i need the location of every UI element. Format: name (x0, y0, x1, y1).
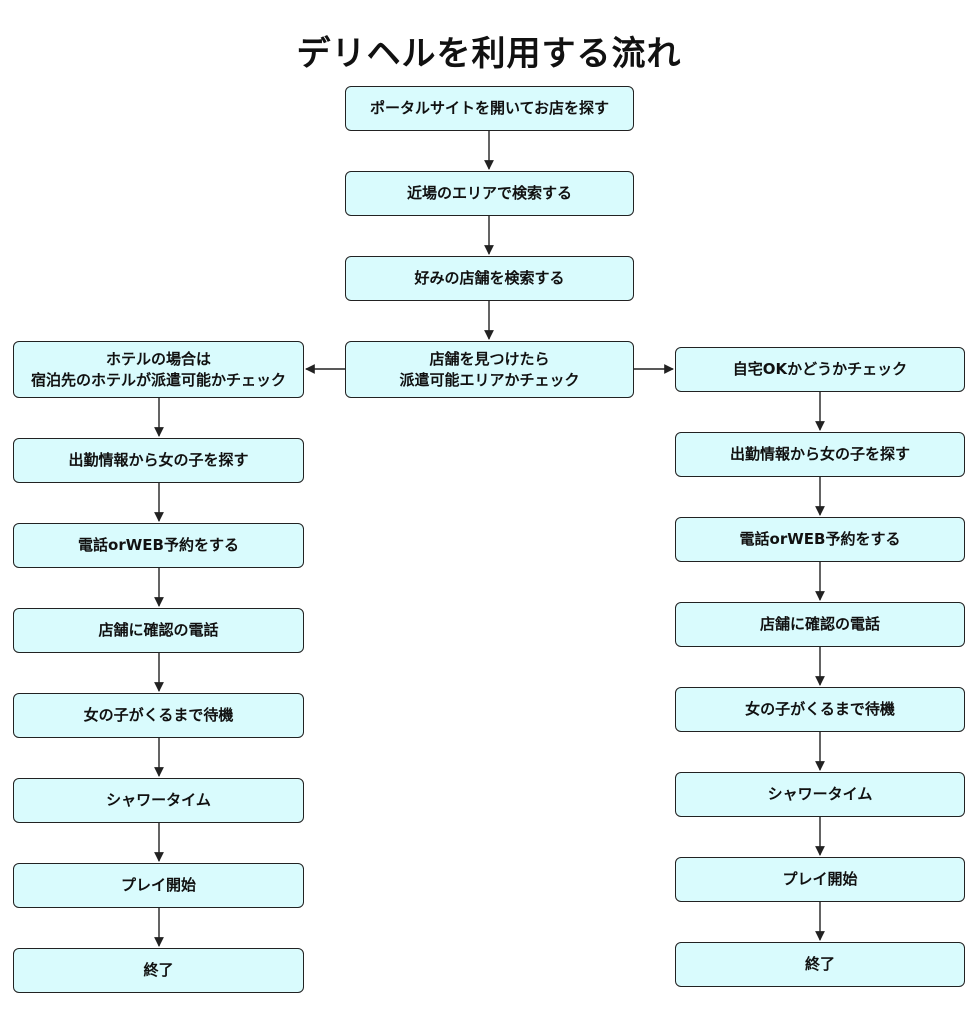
step-left-8: 終了 (13, 948, 304, 993)
step-right-7: プレイ開始 (675, 857, 965, 902)
step-right-6: シャワータイム (675, 772, 965, 817)
step-left-2: 出勤情報から女の子を探す (13, 438, 304, 483)
step-right-5: 女の子がくるまで待機 (675, 687, 965, 732)
step-left-4: 店舗に確認の電話 (13, 608, 304, 653)
step-right-2: 出勤情報から女の子を探す (675, 432, 965, 477)
step-left-5: 女の子がくるまで待機 (13, 693, 304, 738)
step-right-1: 自宅OKかどうかチェック (675, 347, 965, 392)
step-center-2: 近場のエリアで検索する (345, 171, 634, 216)
step-right-4: 店舗に確認の電話 (675, 602, 965, 647)
step-left-1: ホテルの場合は 宿泊先のホテルが派遣可能かチェック (13, 341, 304, 398)
step-center-1: ポータルサイトを開いてお店を探す (345, 86, 634, 131)
step-left-3: 電話orWEB予約をする (13, 523, 304, 568)
step-left-7: プレイ開始 (13, 863, 304, 908)
step-right-3: 電話orWEB予約をする (675, 517, 965, 562)
step-center-3: 好みの店舗を検索する (345, 256, 634, 301)
step-right-8: 終了 (675, 942, 965, 987)
page-title: デリヘルを利用する流れ (296, 34, 682, 74)
step-center-4: 店舗を見つけたら 派遣可能エリアかチェック (345, 341, 634, 398)
step-left-6: シャワータイム (13, 778, 304, 823)
